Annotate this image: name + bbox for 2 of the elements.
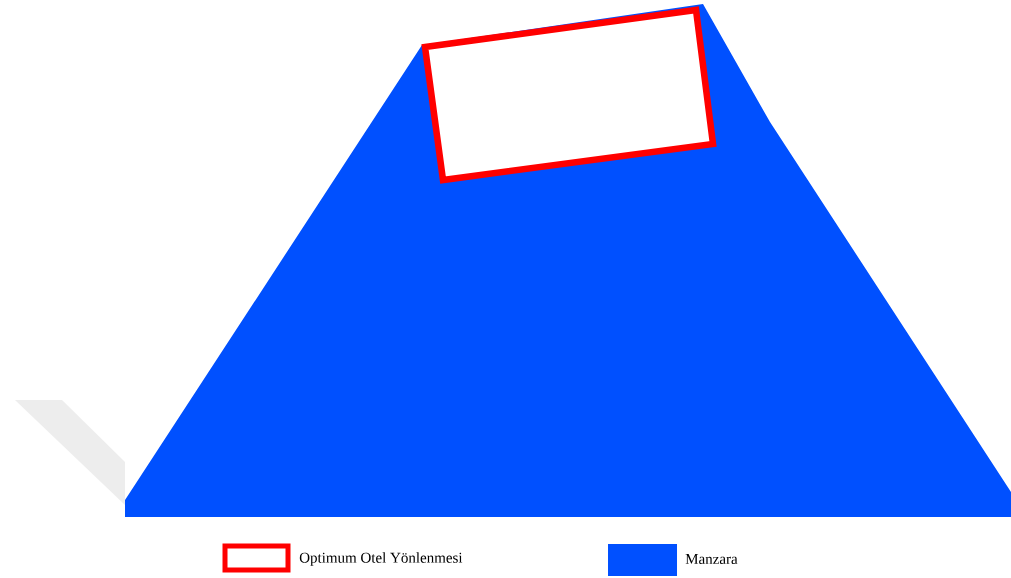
legend-label: Optimum Otel Yönlenmesi — [299, 552, 463, 566]
legend-label: Manzara — [685, 554, 738, 564]
